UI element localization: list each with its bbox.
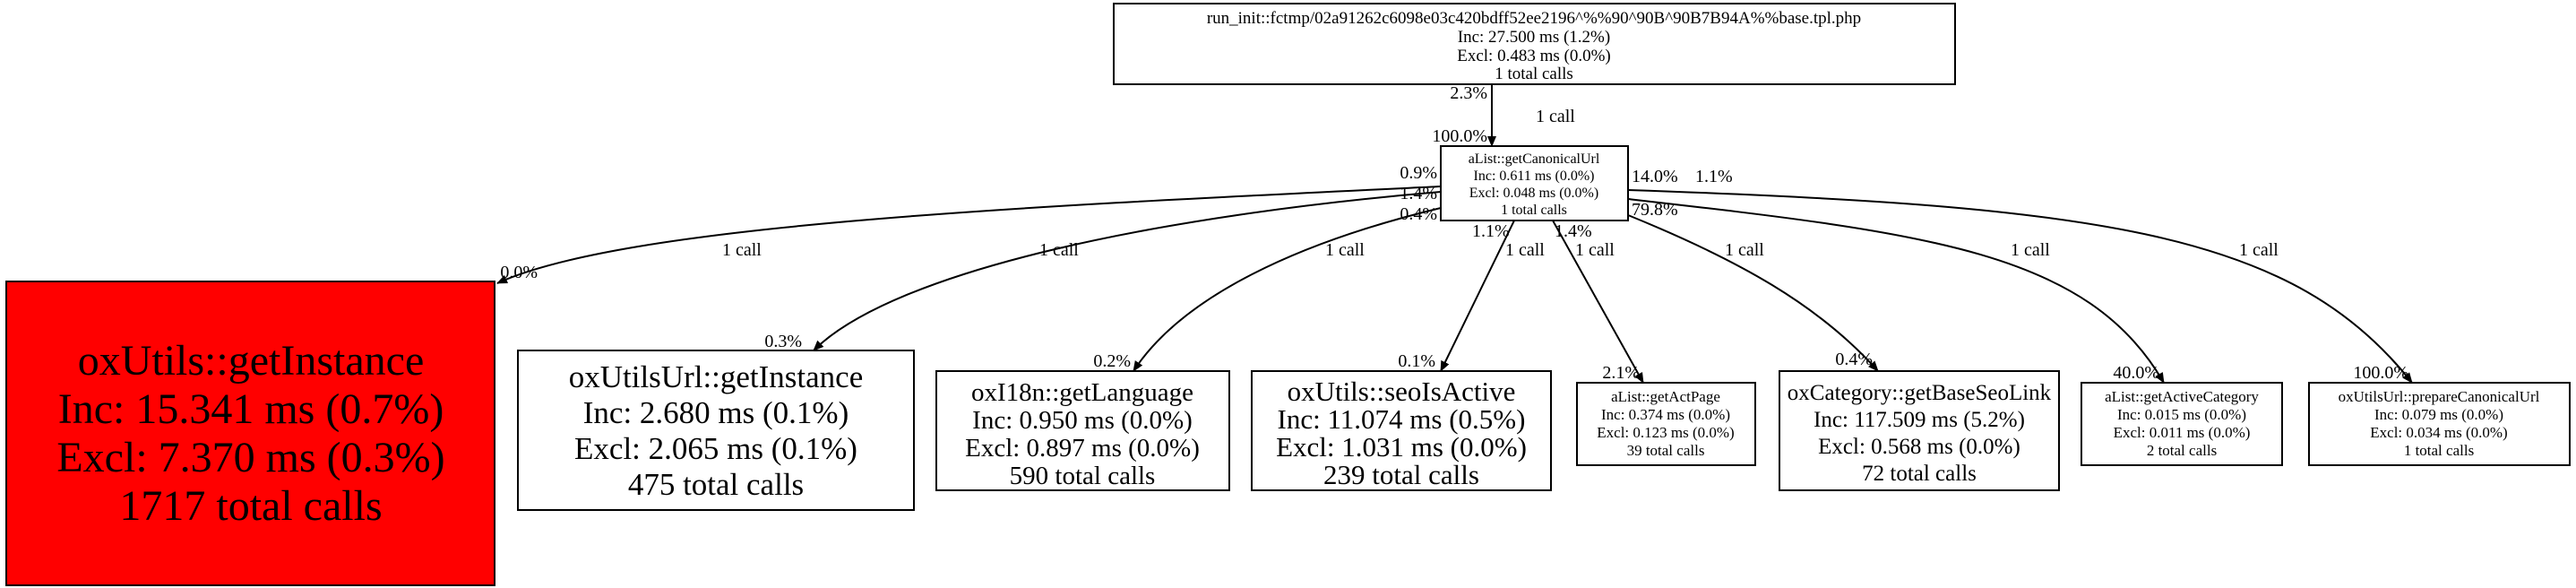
node-excl: Excl: 0.897 ms (0.0%) (965, 434, 1200, 463)
edge-tail-label: 2.3% (1450, 83, 1487, 103)
edge-i18n-get-language (1133, 207, 1442, 372)
edge-head-label: 0.0% (500, 263, 538, 282)
node-excl: Excl: 0.048 ms (0.0%) (1469, 186, 1598, 201)
node-excl: Excl: 0.568 ms (0.0%) (1818, 435, 2020, 459)
edge-tail-label: 1.1% (1695, 167, 1733, 186)
node-inc: Inc: 0.374 ms (0.0%) (1601, 406, 1730, 423)
edge-call-label: 1 call (1575, 240, 1615, 260)
edge-utilsurl-get-instance (813, 191, 1442, 351)
edge-call-label: 1 call (2011, 240, 2050, 260)
edge-call-label: 1 call (1505, 240, 1545, 260)
edge-utils-get-instance (496, 186, 1442, 284)
node-excl: Excl: 0.011 ms (0.0%) (2114, 424, 2251, 441)
edge-call-label: 1 call (1039, 240, 1079, 260)
node-inc: Inc: 0.611 ms (0.0%) (1474, 169, 1595, 184)
node-excl: Excl: 1.031 ms (0.0%) (1276, 431, 1527, 463)
node-name: run_init::fctmp/02a91262c6098e03c420bdff… (1207, 9, 1861, 28)
edge-call-label: 1 call (1536, 107, 1575, 126)
edges (496, 84, 2413, 384)
node-calls: 1717 total calls (119, 482, 382, 530)
edge-head-label: 100.0% (2353, 363, 2408, 383)
node-name: oxUtils::seoIsActive (1288, 376, 1516, 407)
node-inc: Inc: 0.079 ms (0.0%) (2374, 406, 2503, 423)
edge-call-label: 1 call (1325, 240, 1365, 260)
node-get-canonical-url[interactable]: aList::getCanonicalUrl Inc: 0.611 ms (0.… (1440, 145, 1629, 221)
edge-prepare-canonical-url (1627, 189, 2413, 384)
edge-tail-label: 1.1% (1472, 221, 1510, 241)
node-calls: 1 total calls (2404, 442, 2474, 459)
edge-head-label: 0.3% (764, 332, 802, 351)
node-calls: 39 total calls (1627, 442, 1705, 459)
edge-tail-label: 1.4% (1400, 184, 1437, 203)
edge-call-label: 1 call (1725, 240, 1764, 260)
node-i18n-get-language[interactable]: oxI18n::getLanguage Inc: 0.950 ms (0.0%)… (935, 370, 1230, 491)
node-name: aList::getActPage (1611, 388, 1720, 405)
edge-get-act-page (1552, 220, 1644, 384)
edge-labels: 2.3% 1 call 100.0% 0.9% 1.4% 0.4% 1.1% 1… (500, 83, 2408, 383)
edge-get-base-seo-link (1627, 214, 1879, 372)
node-excl: Excl: 0.034 ms (0.0%) (2370, 424, 2507, 441)
node-name: oxUtilsUrl::getInstance (569, 359, 864, 394)
node-inc: Inc: 2.680 ms (0.1%) (583, 395, 849, 430)
node-utilsurl-get-instance[interactable]: oxUtilsUrl::getInstance Inc: 2.680 ms (0… (517, 350, 915, 511)
node-name: oxCategory::getBaseSeoLink (1788, 381, 2052, 405)
node-calls: 1 total calls (1501, 203, 1567, 218)
edge-tail-label: 79.8% (1632, 200, 1678, 220)
node-name: oxUtils::getInstance (78, 337, 425, 385)
node-name: aList::getCanonicalUrl (1469, 151, 1600, 167)
node-get-active-category[interactable]: aList::getActiveCategory Inc: 0.015 ms (… (2081, 382, 2283, 466)
node-inc: Inc: 11.074 ms (0.5%) (1278, 403, 1526, 435)
edge-head-label: 100.0% (1432, 126, 1487, 146)
node-inc: Inc: 117.509 ms (5.2%) (1814, 408, 2025, 432)
node-inc: Inc: 0.015 ms (0.0%) (2117, 406, 2246, 423)
edge-head-label: 0.1% (1398, 351, 1435, 371)
node-prepare-canonical-url[interactable]: oxUtilsUrl::prepareCanonicalUrl Inc: 0.0… (2308, 382, 2571, 466)
node-calls: 1 total calls (1495, 65, 1573, 83)
node-excl: Excl: 0.483 ms (0.0%) (1457, 47, 1611, 65)
edge-head-label: 40.0% (2113, 363, 2159, 383)
edge-tail-label: 0.9% (1400, 163, 1437, 183)
edge-head-label: 0.4% (1835, 350, 1873, 369)
edge-call-label: 1 call (2239, 240, 2279, 260)
node-name: oxI18n::getLanguage (971, 378, 1193, 407)
node-excl: Excl: 2.065 ms (0.1%) (574, 431, 857, 466)
node-seo-is-active[interactable]: oxUtils::seoIsActive Inc: 11.074 ms (0.5… (1251, 370, 1552, 491)
edge-tail-label: 1.4% (1555, 221, 1592, 241)
node-get-act-page[interactable]: aList::getActPage Inc: 0.374 ms (0.0%) E… (1576, 382, 1756, 466)
node-inc: Inc: 0.950 ms (0.0%) (972, 406, 1193, 435)
node-calls: 2 total calls (2147, 442, 2217, 459)
edge-seo-is-active (1440, 220, 1515, 372)
edge-call-label: 1 call (722, 240, 762, 260)
edge-head-label: 2.1% (1602, 363, 1640, 383)
edge-head-label: 0.2% (1093, 351, 1131, 371)
node-excl: Excl: 7.370 ms (0.3%) (56, 434, 444, 481)
node-get-base-seo-link[interactable]: oxCategory::getBaseSeoLink Inc: 117.509 … (1779, 370, 2060, 491)
edge-tail-label: 0.4% (1400, 204, 1437, 224)
node-calls: 239 total calls (1323, 459, 1479, 490)
edge-get-active-category (1627, 198, 2165, 384)
node-utils-get-instance[interactable]: oxUtils::getInstance Inc: 15.341 ms (0.7… (5, 281, 495, 586)
edge-tail-label: 14.0% (1632, 167, 1678, 186)
node-inc: Inc: 15.341 ms (0.7%) (58, 385, 444, 433)
node-name: oxUtilsUrl::prepareCanonicalUrl (2339, 388, 2540, 405)
node-excl: Excl: 0.123 ms (0.0%) (1597, 424, 1734, 441)
node-root[interactable]: run_init::fctmp/02a91262c6098e03c420bdff… (1113, 3, 1956, 85)
node-inc: Inc: 27.500 ms (1.2%) (1458, 28, 1610, 47)
node-name: aList::getActiveCategory (2105, 388, 2259, 405)
node-calls: 72 total calls (1862, 462, 1977, 486)
node-calls: 590 total calls (1010, 462, 1156, 490)
node-calls: 475 total calls (628, 467, 804, 502)
